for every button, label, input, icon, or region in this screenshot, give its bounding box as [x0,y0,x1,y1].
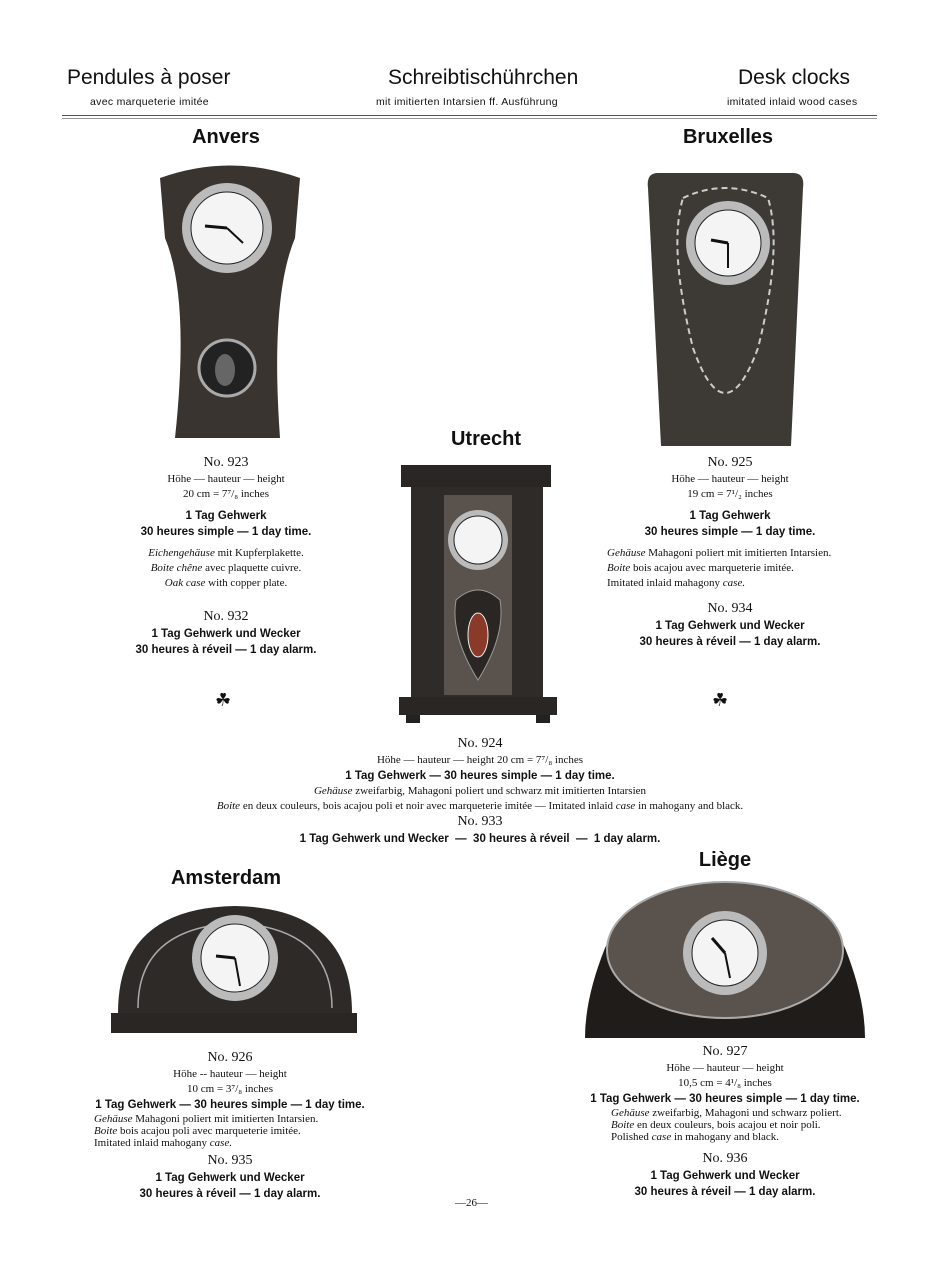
case-de-italic: Gehäuse [313,785,353,797]
case-fr: bois acajou poli avec marqueterie imitée… [117,1125,301,1137]
liege-clock-image [585,881,865,1038]
case-de: mit Kupferplakette. [214,547,304,559]
header-center-title: Schreibtischührchen [388,66,579,89]
header-left-title: Pendules à poser [67,66,231,89]
utrecht-clock-image [399,465,557,723]
alarm-number: No. 934 [707,601,753,616]
header-right-subtitle: imitated inlaid wood cases [727,96,858,108]
case-en: Polished [611,1131,652,1143]
case-fr: avec plaquette cuivre. [202,562,302,574]
alarm-line: 1 Tag Gehwerk und Wecker — 30 heures à r… [299,833,661,845]
height-label: Höhe — hauteur — height [671,473,789,485]
header-left-subtitle: avec marqueterie imitée [90,96,209,108]
case-en: Imitated inlaid mahagony [607,577,723,589]
amsterdam-title: Amsterdam [170,867,282,889]
anvers-clock-image [160,165,300,438]
case-en-2: in mahogany and black. [671,1131,780,1143]
case-fr: bois acajou avec marqueterie imitée. [630,562,794,574]
case-en-italic: case. [722,577,746,589]
alarm-line-2: 30 heures à réveil — 1 day alarm. [639,636,821,648]
case-de: zweifarbig, Mahagoni und schwarz poliert… [649,1107,842,1119]
ornament-icon: ☘ [712,690,729,711]
height-label: Höhe — hauteur — height [666,1062,784,1074]
case-en: in mahogany and black. [635,800,744,812]
ornament-icon: ☘ [215,690,232,711]
case-de-italic: Gehäuse [94,1113,133,1125]
product-number: No. 925 [707,455,753,470]
product-924-details: No. 924 Höhe — hauteur — height 20 cm = … [100,736,860,847]
alarm-line-1: 1 Tag Gehwerk und Wecker [155,1172,305,1184]
height-label: Höhe -- hauteur — height [173,1068,287,1080]
amsterdam-clock-image [111,906,357,1033]
product-number: No. 923 [203,455,249,470]
case-en: with copper plate. [205,577,288,589]
case-en-italic: case. [209,1137,233,1149]
case-de-italic: Eichengehäuse [148,547,215,559]
height-value: 19 cm = 7¹/₂ inches [687,488,773,500]
height-value: 10,5 cm = 4¹/₈ inches [678,1077,772,1089]
bruxelles-clock-image [647,173,804,446]
alarm-line-1: 1 Tag Gehwerk und Wecker [655,620,805,632]
alarm-line-1: 1 Tag Gehwerk und Wecker [650,1170,800,1182]
page-number: —26— [455,1197,488,1209]
case-fr-italic: Boite chêne [150,562,203,574]
product-927-details: No. 927 Höhe — hauteur — height 10,5 cm … [555,1044,895,1200]
movement-line-2: 30 heures simple — 1 day time. [140,526,312,538]
case-de: Mahagoni poliert mit imitierten Intarsie… [132,1113,319,1125]
case-fr: en deux couleurs, bois acajou poli et no… [240,800,616,812]
bruxelles-title: Bruxelles [682,126,774,148]
alarm-number: No. 933 [457,814,503,829]
alarm-line-2: 30 heures à réveil — 1 day alarm. [139,1188,321,1200]
case-en-italic: Oak case [164,577,206,589]
product-number: No. 924 [457,736,503,751]
case-fr: en deux couleurs, bois acajou et noir po… [634,1119,821,1131]
height-value: 10 cm = 3⁷/₈ inches [187,1083,273,1095]
height-value: 20 cm = 7⁷/₈ inches [183,488,269,500]
case-de-italic: Gehäuse [607,547,646,559]
product-923-details: No. 923 Höhe — hauteur — height 20 cm = … [76,455,376,658]
product-number: No. 927 [702,1044,748,1059]
movement-line-2: 30 heures simple — 1 day time. [644,526,816,538]
height-label: Höhe — hauteur — height [167,473,285,485]
case-fr-italic: Boite [611,1119,635,1131]
alarm-number: No. 936 [702,1151,748,1166]
height-value: Höhe — hauteur — height 20 cm = 7⁷/₈ inc… [376,754,584,766]
alarm-line-2: 30 heures à réveil — 1 day alarm. [135,644,317,656]
alarm-number: No. 935 [207,1153,253,1168]
product-925-details: No. 925 Höhe — hauteur — height 19 cm = … [585,455,875,650]
liege-title: Liège [698,849,752,871]
movement-line-1: 1 Tag Gehwerk [689,510,771,522]
case-fr-italic: Boite [607,562,631,574]
header-right-title: Desk clocks [738,66,851,89]
header-center-subtitle: mit imitierten Intarsien ff. Ausführung [376,96,558,108]
header-rule-2 [62,118,877,119]
product-number: No. 926 [207,1050,253,1065]
case-de: zweifarbig, Mahagoni poliert und schwarz… [352,785,647,797]
utrecht-title: Utrecht [450,428,521,450]
alarm-line-1: 1 Tag Gehwerk und Wecker [151,628,301,640]
alarm-number: No. 932 [203,609,249,624]
movement-line: 1 Tag Gehwerk — 30 heures simple — 1 day… [590,1093,860,1105]
case-en-italic: case [615,800,636,812]
movement-line-1: 1 Tag Gehwerk [185,510,267,522]
movement-line: 1 Tag Gehwerk — 30 heures simple — 1 day… [345,770,615,782]
product-926-details: No. 926 Höhe -- hauteur — height 10 cm =… [60,1050,400,1202]
case-en-italic: case [651,1131,672,1143]
alarm-line-2: 30 heures à réveil — 1 day alarm. [634,1186,816,1198]
header-rule [62,115,877,116]
movement-line: 1 Tag Gehwerk — 30 heures simple — 1 day… [95,1099,365,1111]
case-de: Mahagoni poliert mit imitierten Intarsie… [645,547,832,559]
case-de-italic: Gehäuse [611,1107,650,1119]
anvers-title: Anvers [192,126,260,148]
case-en: Imitated inlaid mahogany [94,1137,210,1149]
case-fr-italic: Boite [216,800,241,812]
case-fr-italic: Boite [94,1125,118,1137]
